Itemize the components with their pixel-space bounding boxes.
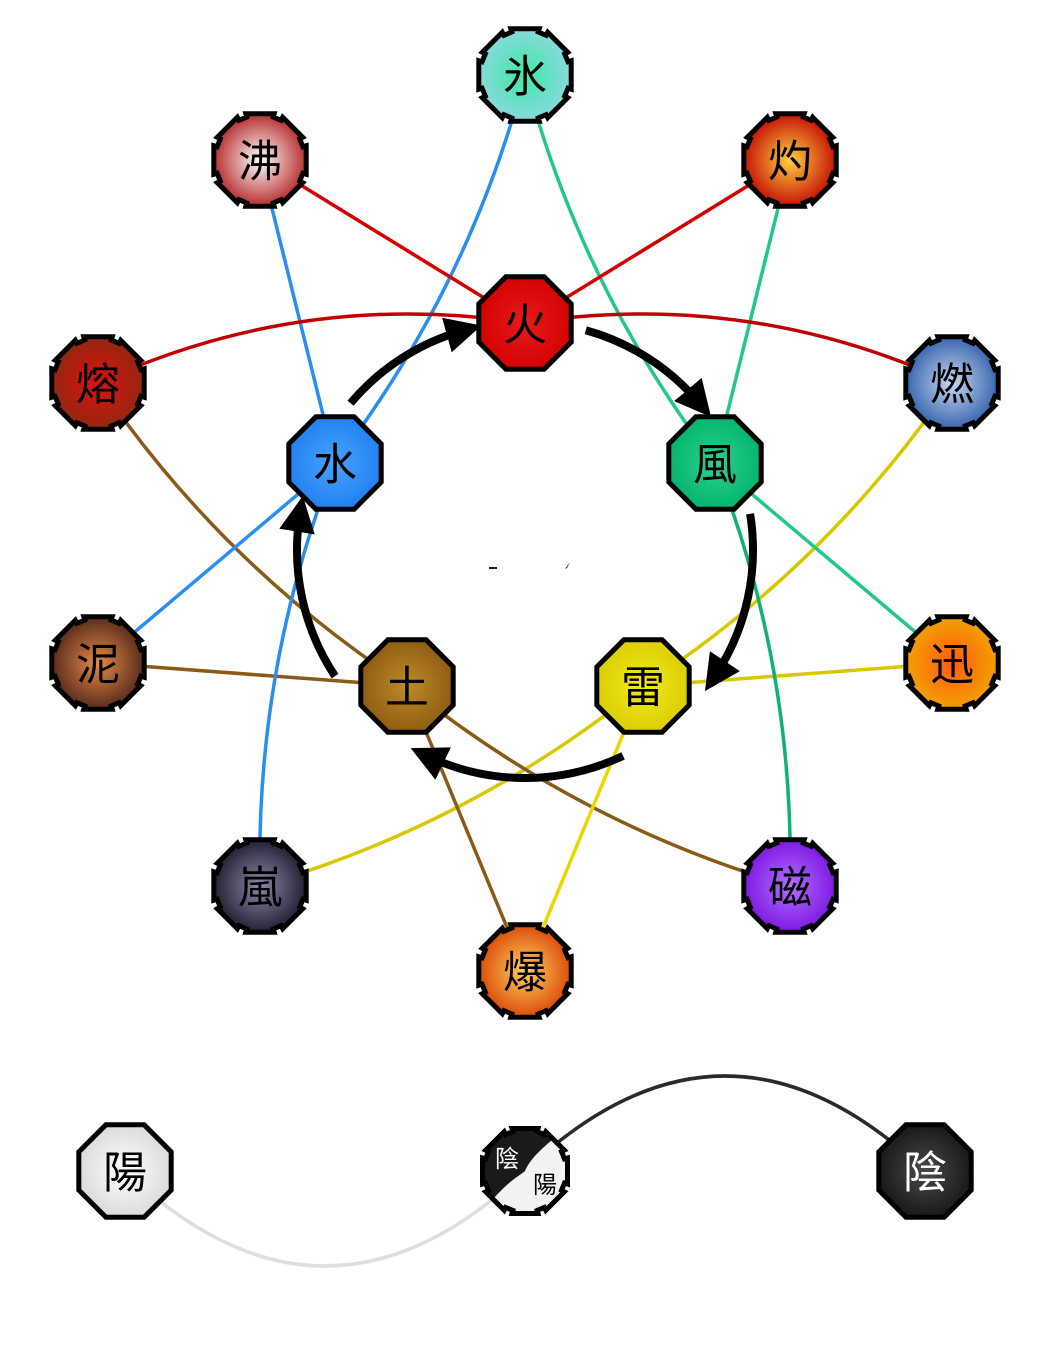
link-earth-lava [96,382,408,688]
node-scorch: 灼 [741,111,839,209]
yin-kanji: 陰 [903,1148,947,1199]
lava-kanji: 熔 [76,360,120,411]
yin-small-kanji: 陰 [495,1145,519,1173]
yang-kanji: 陽 [103,1148,147,1199]
scorch-badge [741,111,839,209]
link-wind-ice [523,74,717,465]
lava-badge [49,334,147,432]
yang-badge [76,1122,174,1220]
link-lightning-blaze [642,382,954,688]
mud-badge [49,614,147,712]
center-marks [489,562,570,569]
link-combined-yang [123,1169,527,1268]
cycle-arrow-wind-to-lightning [704,513,757,692]
ice-badge [476,26,574,124]
cycle-arrow-fire-to-wind [584,326,712,417]
wind-badge [666,414,764,512]
yin-yang-nodes: 陽陰陰陽 [76,1122,974,1220]
ice-kanji: 氷 [503,52,547,103]
link-fire-lava [97,312,526,385]
node-mud: 泥 [49,614,147,712]
node-blaze: 燃 [903,334,1001,432]
node-explosion: 爆 [476,922,574,1020]
node-lava: 熔 [49,334,147,432]
node-wind: 風 [666,414,764,512]
link-combined-yin [523,1074,927,1173]
cycle-arrow-water-to-fire [347,317,482,406]
yin-yang-links [123,1074,927,1268]
water-kanji: 水 [313,440,357,491]
node-fire: 火 [476,274,574,372]
node-swift: 迅 [903,614,1001,712]
wind-kanji: 風 [693,440,737,491]
yang-small-kanji: 陽 [533,1171,557,1199]
earth-badge [358,637,456,735]
link-water-storm [257,462,337,887]
blaze-kanji: 燃 [930,360,974,411]
node-boil: 沸 [211,111,309,209]
cycle-arrow-lightning-to-earth [410,747,625,782]
scorch-kanji: 灼 [768,137,812,188]
node-yin-yang: 陰陽 [480,1126,570,1216]
fire-badge [476,274,574,372]
magnet-badge [741,837,839,935]
swift-badge [903,614,1001,712]
node-storm: 嵐 [211,837,309,935]
generation-cycle-arrows [279,317,757,782]
yin-badge [876,1122,974,1220]
yin-yang-badge [480,1126,570,1216]
water-badge [286,414,384,512]
earth-kanji: 土 [385,663,429,714]
explosion-kanji: 爆 [503,948,547,999]
node-magnet: 磁 [741,837,839,935]
node-water: 水 [286,414,384,512]
node-earth: 土 [358,637,456,735]
lightning-badge [594,637,692,735]
node-lightning: 雷 [594,637,692,735]
magnet-kanji: 磁 [768,863,812,914]
link-water-ice [333,74,527,465]
swift-kanji: 迅 [930,640,974,691]
combination-links [96,74,954,972]
link-fire-blaze [524,312,953,385]
blaze-badge [903,334,1001,432]
storm-kanji: 嵐 [238,863,282,914]
node-yin: 陰 [876,1122,974,1220]
boil-kanji: 沸 [238,137,282,188]
storm-badge [211,837,309,935]
boil-badge [211,111,309,209]
fire-kanji: 火 [503,300,547,351]
yin-half [482,1128,568,1214]
link-wind-magnet [713,462,793,887]
node-yang: 陽 [76,1122,174,1220]
explosion-badge [476,922,574,1020]
link-lightning-storm [259,684,645,888]
mud-kanji: 泥 [76,640,120,691]
link-earth-magnet [405,684,791,888]
cycle-arrow-earth-to-water [279,496,339,679]
node-ice: 氷 [476,26,574,124]
lightning-kanji: 雷 [621,663,665,714]
